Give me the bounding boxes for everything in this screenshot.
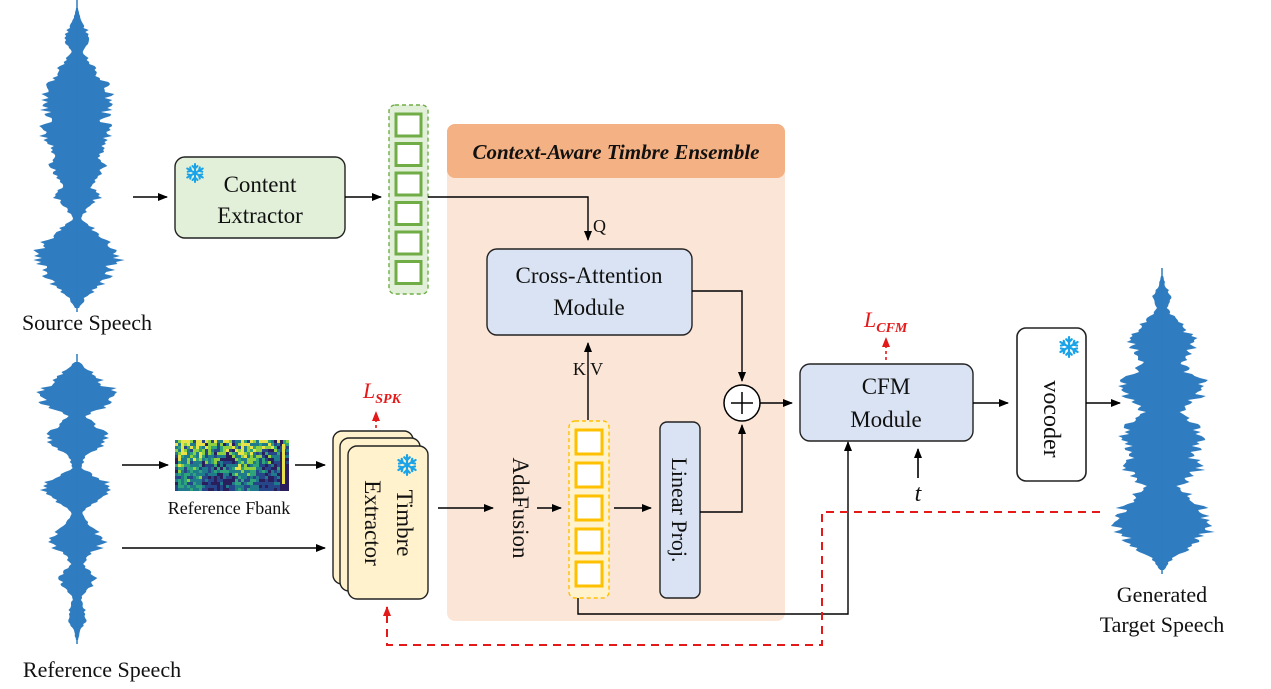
timestep-label: t	[915, 481, 923, 507]
content-embedding-cells	[394, 112, 423, 285]
reference-speech-waveform	[36, 354, 118, 644]
cross-attention-module	[486, 248, 693, 336]
embedding-cell	[394, 112, 423, 138]
waveform-shape	[1110, 276, 1215, 570]
cfm-module-label-line2: Module	[850, 407, 922, 432]
q-label: Q	[593, 216, 606, 236]
embedding-cell	[394, 171, 423, 197]
cate-title: Context-Aware Timbre Ensemble	[473, 140, 760, 164]
source-speech-waveform	[33, 0, 125, 312]
embedding-cell	[394, 142, 423, 167]
timbre-extractor-box	[347, 445, 429, 600]
embedding-cell	[574, 527, 604, 555]
embedding-cell	[394, 201, 423, 226]
loss-spk-label: LSPK	[362, 378, 403, 407]
cate-header	[447, 124, 785, 178]
linear-proj-label: Linear Proj.	[667, 457, 692, 562]
source-speech-label: Source Speech	[22, 310, 152, 335]
embedding-cell	[574, 461, 604, 489]
embedding-cell	[574, 494, 604, 522]
timbre-extractor-label-line2: Extractor	[360, 480, 385, 566]
cate-panel	[447, 124, 785, 621]
generated-speech-label-line1: Generated	[1117, 582, 1207, 607]
generated-speech-waveform	[1110, 268, 1215, 574]
generated-speech-label-line2: Target Speech	[1100, 612, 1225, 637]
content-extractor-label-line2: Extractor	[217, 203, 303, 228]
linear-proj-box	[659, 421, 701, 599]
cfm-module-label-line1: CFM	[862, 374, 911, 399]
content-extractor-label-line1: Content	[224, 172, 297, 197]
embedding-cell	[574, 560, 604, 588]
loss-feedback-path	[383, 511, 1100, 646]
embedding-cell	[394, 230, 423, 256]
vocoder-box	[1016, 327, 1087, 482]
waveform-shape	[33, 8, 125, 308]
adafusion-label: AdaFusion	[508, 458, 533, 559]
reference-fbank-label: Reference Fbank	[168, 498, 290, 518]
cross-attention-label-line1: Cross-Attention	[516, 263, 663, 288]
reference-fbank-spectrogram	[175, 440, 289, 491]
embedding-cell	[574, 428, 604, 456]
embedding-cell	[394, 260, 423, 285]
loss-cfm-label: LCFM	[863, 307, 908, 336]
vocoder-label: vocoder	[1038, 380, 1064, 457]
timbre-embedding-cells	[574, 428, 604, 588]
reference-speech-label: Reference Speech	[23, 657, 181, 682]
timbre-extractor-label-line1: Timbre	[392, 490, 417, 557]
kv-label: K V	[573, 359, 603, 379]
cross-attention-label-line2: Module	[553, 295, 625, 320]
